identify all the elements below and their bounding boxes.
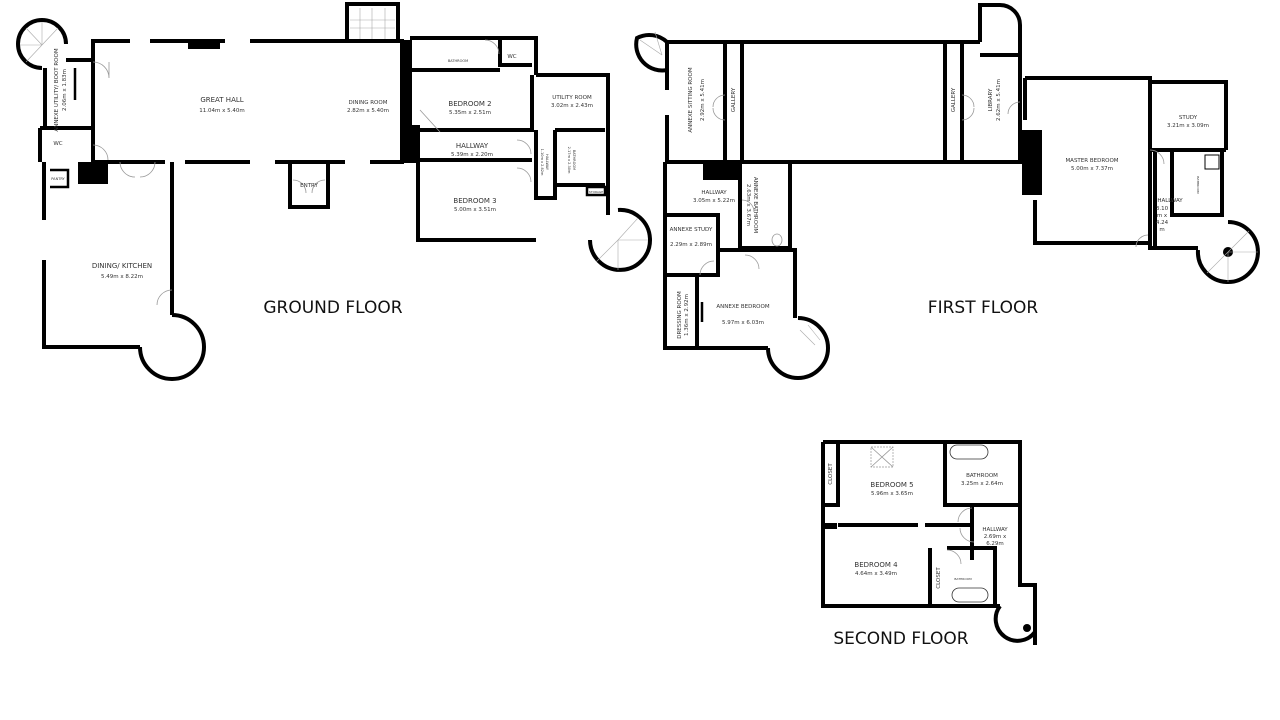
room-name: BATHROOM	[448, 59, 468, 63]
room-size: 2.29m x 2.89m	[670, 242, 712, 248]
room-name: DINING/ KITCHEN	[92, 262, 152, 270]
room-name: HALLWAY	[701, 190, 727, 196]
room-name: STUDY	[1179, 115, 1198, 121]
room-name: ANNEXE BEDROOM	[716, 304, 769, 310]
room-name: GALLERY	[731, 87, 737, 112]
spiral-staircase	[1195, 220, 1260, 284]
room-name: BEDROOM 5	[870, 481, 913, 489]
room-size: 1.10m x 2.82m	[540, 149, 544, 176]
room-name: WC	[507, 54, 516, 60]
room-size: m	[1159, 227, 1164, 233]
room-size: 2.06m x 1.83m	[62, 69, 68, 111]
ground-floor-plan: GREAT HALL 11.04m x 5.40m DINING ROOM 2.…	[16, 2, 652, 381]
room-name: WC	[53, 141, 62, 147]
room-size: 2.92m x 5.41m	[700, 79, 706, 121]
room-size: 2.63m x 3.67m	[745, 184, 751, 226]
room-name: BATHROOM	[966, 473, 998, 479]
room-size: 2.62m x 5.41m	[996, 79, 1002, 121]
floor-label: FIRST FLOOR	[928, 298, 1039, 318]
room-name: UTILITY ROOM	[552, 95, 592, 101]
room-name: BATHROOM	[954, 577, 972, 581]
room-name: ANNEXE BATHROOM	[752, 177, 758, 234]
room-name: MASTER BEDROOM	[1065, 158, 1118, 164]
room-size: 6.29m	[986, 541, 1004, 547]
room-size: 4.24	[1156, 220, 1169, 226]
room-name: ANNEXE SITTING ROOM	[688, 67, 694, 132]
room-size: 5.35m x 2.51m	[449, 110, 491, 116]
room-name: CLOSET	[936, 567, 942, 589]
room-name: DINING ROOM	[349, 100, 388, 106]
room-name: HALLWAY	[1157, 198, 1183, 204]
room-size: 5.96m x 3.65m	[871, 491, 913, 497]
first-floor-plan: ANNEXE SITTING ROOM 2.92m x 5.41m GALLER…	[634, 3, 1260, 380]
room-size: 5.49m x 8.22m	[101, 274, 143, 280]
room-size: 5.00m x 7.37m	[1071, 166, 1113, 172]
room-size: 5.00m x 3.51m	[454, 207, 496, 213]
floor-label: GROUND FLOOR	[263, 298, 402, 318]
floor-label: SECOND FLOOR	[833, 629, 968, 649]
room-name: ANNEXE UTILITY/ BOOT ROOM	[54, 48, 60, 131]
room-name: ANNEXE STUDY	[670, 227, 713, 233]
room-size: 2.82m x 5.40m	[347, 108, 389, 114]
room-name: BEDROOM 3	[453, 197, 496, 205]
fireplace	[188, 41, 220, 49]
room-name: HALLWAY	[545, 154, 549, 171]
room-size: 1.36m x 2.92m	[684, 294, 690, 336]
room-size: 5.97m x 6.03m	[722, 320, 764, 326]
room-name: BATHROOM	[572, 150, 576, 170]
spiral-staircase	[993, 604, 1037, 643]
room-size: 2.17m x 2.30m	[567, 147, 571, 174]
room-name: BEDROOM 2	[448, 100, 491, 108]
room-name: HALLWAY	[456, 142, 489, 150]
room-size: 5.39m x 2.20m	[451, 152, 493, 158]
fireplace	[78, 162, 108, 184]
spiral-staircase	[588, 207, 652, 272]
room-size: 3.21m x 3.09m	[1167, 123, 1209, 129]
spiral-staircase	[634, 31, 669, 73]
room-size: 11.04m x 5.40m	[199, 108, 244, 114]
room-size: m x	[1157, 213, 1168, 219]
room-name: BATHROOM	[1196, 176, 1200, 194]
second-floor-plan: CLOSET BEDROOM 5 5.96m x 3.65m BATHROOM …	[821, 440, 1037, 649]
room-name: DRESSING ROOM	[677, 291, 683, 339]
room-size: 3.25m x 2.64m	[961, 481, 1003, 487]
room-name: HALLWAY	[982, 527, 1008, 533]
room-name: GREAT HALL	[200, 96, 243, 104]
room-name: BEDROOM 4	[854, 561, 898, 569]
room-name: PANTRY	[51, 177, 65, 181]
room-size: 4.64m x 3.49m	[855, 571, 897, 577]
staircase	[345, 2, 400, 41]
room-name: STORAGE	[589, 190, 603, 194]
room-size: 3.02m x 2.43m	[551, 103, 593, 109]
room-name: CLOSET	[828, 463, 834, 485]
room-name: GALLERY	[951, 87, 957, 112]
room-size: 3.10	[1156, 206, 1169, 212]
room-size: 3.05m x 5.22m	[693, 198, 735, 204]
room-name: ENTRY	[300, 183, 318, 189]
room-name: LIBRARY	[988, 88, 994, 111]
spiral-staircase	[16, 18, 68, 70]
room-size: 2.69m x	[984, 534, 1007, 540]
